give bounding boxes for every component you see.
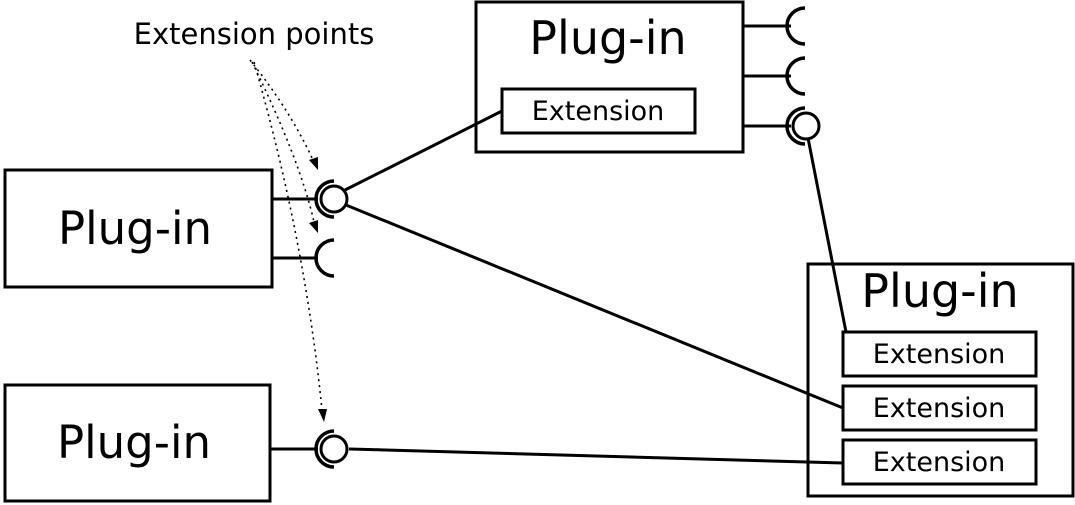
plugin-top-socket-1 [785,6,806,46]
plugin-right-extension-box-2 [841,384,1038,432]
plugin-left-title: Plug-in [58,202,212,255]
plugin-top-title: Plug-in [529,11,686,65]
plug-ball-left [319,184,349,214]
plugin-bottom-left-box [3,383,272,503]
connections [344,109,848,465]
pointer-to-bottom-left-socket [253,61,323,411]
plugin-left: Plug-in [3,168,335,289]
plugin-top-extension-label: Extension [532,96,665,127]
plugin-bottom-left-socket [314,429,335,469]
plugin-top: Plug-in Extension [474,0,806,154]
plugin-left-box [3,168,274,289]
plugin-right-title: Plug-in [861,264,1018,318]
plugin-bottom-left-title: Plug-in [57,416,211,469]
plugin-top-socket-3 [785,106,806,146]
plugin-top-extension-box [500,87,697,135]
connection-top-extension-to-left-point [344,109,503,192]
plugin-right-extension-box-1 [841,330,1038,378]
pointer-to-left-socket-1 [249,59,314,161]
plug-ball-bottom-left [319,434,349,464]
plugin-right-extension-label-1: Extension [873,339,1006,370]
plug-ball-top [791,111,821,141]
extension-points-annotation: Extension points [134,17,375,422]
arrowhead-left-socket-2 [309,220,318,233]
connection-top-point-to-right-extension-1 [806,137,848,333]
plugin-bottom-left: Plug-in [3,383,335,503]
arrowhead-left-socket-1 [309,157,318,170]
plugin-left-socket-1 [314,179,335,219]
plugin-right: Plug-in Extension Extension Extension [806,262,1075,498]
pointer-to-left-socket-2 [251,61,315,223]
plugin-right-extension-label-3: Extension [873,447,1006,478]
connection-bottom-left-point-to-right-extension-3 [348,447,844,465]
extension-points-label: Extension points [134,17,375,51]
plugin-top-socket-2 [785,56,806,96]
arrowhead-bottom-left-socket [318,409,327,422]
connection-left-point-to-right-extension-2 [345,203,844,410]
plugin-right-extension-label-2: Extension [873,393,1006,424]
plugin-left-socket-2 [314,238,335,278]
